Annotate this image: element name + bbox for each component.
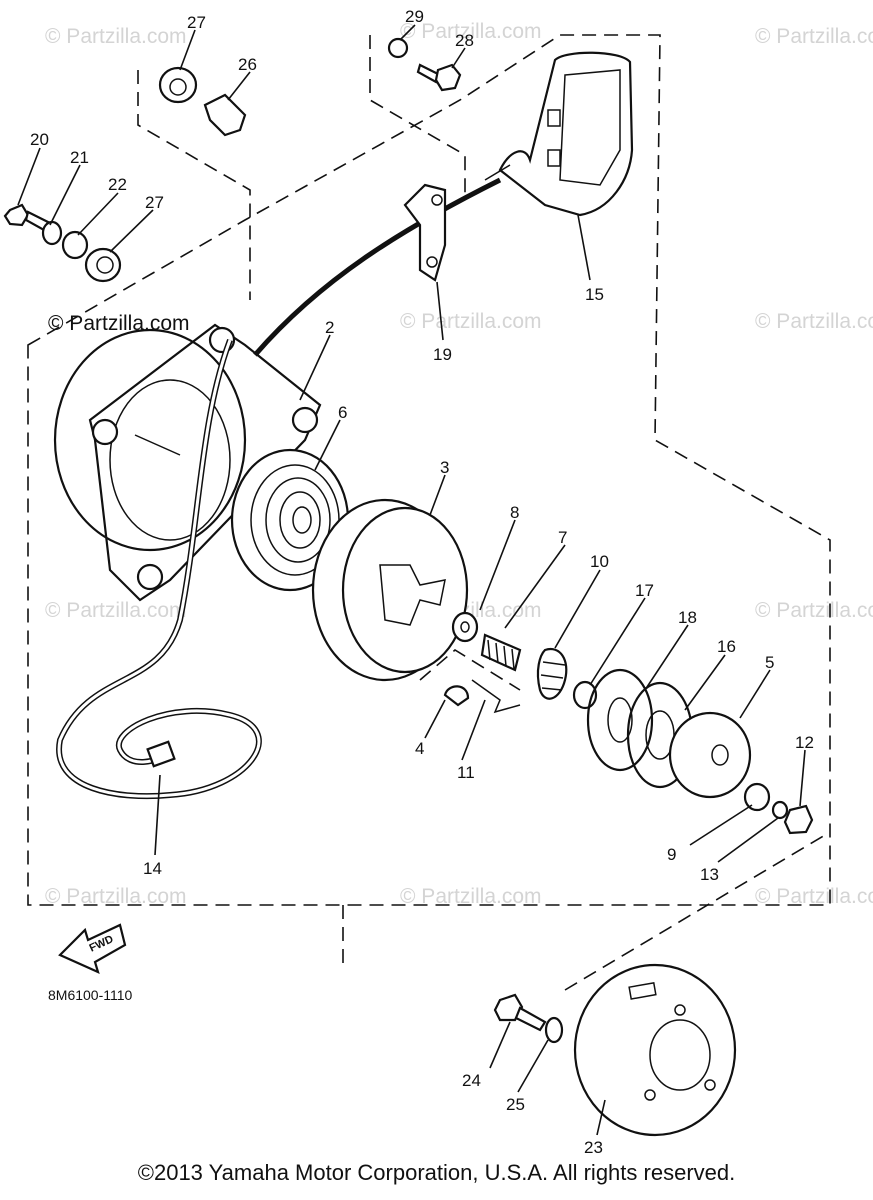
callout-21: 21	[70, 148, 89, 167]
callout-6: 6	[338, 403, 347, 422]
callout-24: 24	[462, 1071, 481, 1090]
watermark: © Partzilla.com	[400, 20, 542, 43]
callout-2: 2	[325, 318, 334, 337]
copyright-notice: ©2013 Yamaha Motor Corporation, U.S.A. A…	[137, 1160, 736, 1185]
watermark: © Partzilla.com	[45, 25, 187, 48]
watermark: © Partzilla.com	[45, 885, 187, 908]
callout-18: 18	[678, 608, 697, 627]
callout-12: 12	[795, 733, 814, 752]
leader-lines	[17, 24, 806, 1136]
callout-8: 8	[510, 503, 519, 522]
forward-arrow-icon: FWD	[58, 923, 127, 974]
callout-14: 14	[143, 859, 162, 878]
starter-handle	[484, 51, 634, 217]
starter-cover	[493, 963, 737, 1137]
callout-28: 28	[455, 31, 474, 50]
callout-20: 20	[30, 130, 49, 149]
callout-29: 29	[405, 7, 424, 26]
watermark: © Partzilla.com	[45, 599, 187, 622]
watermark: © Partzilla.com	[400, 885, 542, 908]
callout-19: 19	[433, 345, 452, 364]
diagram-part-code: 8M6100-1110	[48, 987, 133, 1003]
callout-23: 23	[584, 1138, 603, 1157]
callout-27: 27	[187, 13, 206, 32]
fasteners	[3, 37, 462, 283]
callout-7: 7	[558, 528, 567, 547]
assembly-boundary	[27, 34, 831, 991]
watermark: © Partzilla.com	[755, 310, 873, 333]
watermark: © Partzilla.com	[755, 599, 873, 622]
callout-27: 27	[145, 193, 164, 212]
callout-25: 25	[506, 1095, 525, 1114]
small-parts	[443, 611, 814, 835]
callout-3: 3	[440, 458, 449, 477]
pulley	[311, 498, 469, 682]
callout-10: 10	[590, 552, 609, 571]
callout-15: 15	[585, 285, 604, 304]
callout-13: 13	[700, 865, 719, 884]
callout-16: 16	[717, 637, 736, 656]
callout-11: 11	[457, 763, 475, 782]
callout-9: 9	[667, 845, 676, 864]
callout-26: 26	[238, 55, 257, 74]
callout-22: 22	[108, 175, 127, 194]
callout-17: 17	[635, 581, 654, 600]
callout-5: 5	[765, 653, 774, 672]
watermark: © Partzilla.com	[400, 310, 542, 333]
rope-guide-bracket	[403, 183, 447, 282]
callouts: 27 26 20 21 22 27 29 28 15 19 2 6 3 8 7 …	[30, 7, 814, 1157]
starter-rope	[253, 177, 502, 357]
watermark: © Partzilla.com	[755, 25, 873, 48]
callout-4: 4	[415, 739, 424, 758]
cable-loop	[56, 338, 262, 800]
watermark: © Partzilla.com	[755, 885, 873, 908]
